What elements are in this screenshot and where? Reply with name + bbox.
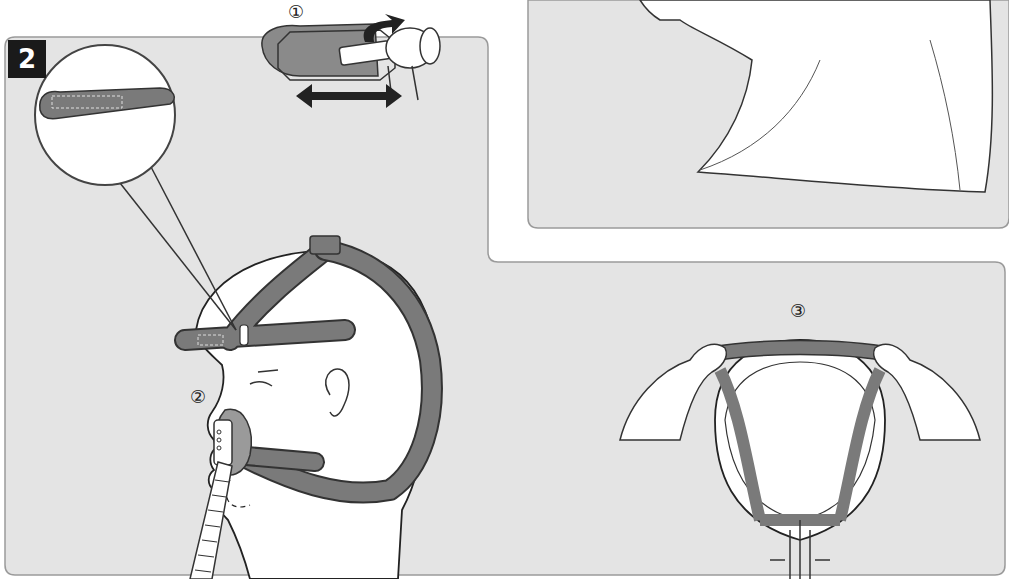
hook-tab <box>198 335 223 345</box>
leader-line <box>150 165 236 330</box>
side-strap <box>720 370 880 520</box>
ear <box>326 369 349 416</box>
leader-line <box>120 183 236 330</box>
step-number: 2 <box>8 40 46 78</box>
clip-slider <box>339 41 391 66</box>
left-hand <box>620 344 726 440</box>
hook-tab <box>52 96 122 108</box>
tube-ribs <box>195 480 229 572</box>
elbow-ring <box>420 28 440 64</box>
strap-loop <box>240 325 248 345</box>
crown-tab <box>310 236 340 254</box>
press-arrow <box>364 14 405 42</box>
air-tube <box>190 462 232 579</box>
panel <box>5 37 1005 575</box>
head-front <box>715 340 885 540</box>
panel <box>528 0 1009 228</box>
callout-number: ① <box>288 1 304 22</box>
strap-detail <box>40 88 175 119</box>
neck-outline <box>640 0 992 192</box>
magnifier <box>35 45 175 185</box>
neck-line <box>930 40 960 190</box>
eye <box>250 370 278 386</box>
top-strap <box>705 341 895 363</box>
mask-frame <box>214 420 232 465</box>
mask-front <box>790 520 810 579</box>
step-label: 2 <box>18 44 36 74</box>
slide-arrow <box>296 84 402 108</box>
vent <box>217 446 221 450</box>
callout-number: ② <box>190 386 206 407</box>
chin-dashed <box>226 480 250 507</box>
clip-frame <box>278 30 395 80</box>
neck-line <box>700 60 820 170</box>
eyes <box>770 559 830 561</box>
right-hand <box>874 344 980 440</box>
callout-number: ③ <box>790 300 806 321</box>
vent <box>217 438 221 442</box>
vent <box>217 430 221 434</box>
